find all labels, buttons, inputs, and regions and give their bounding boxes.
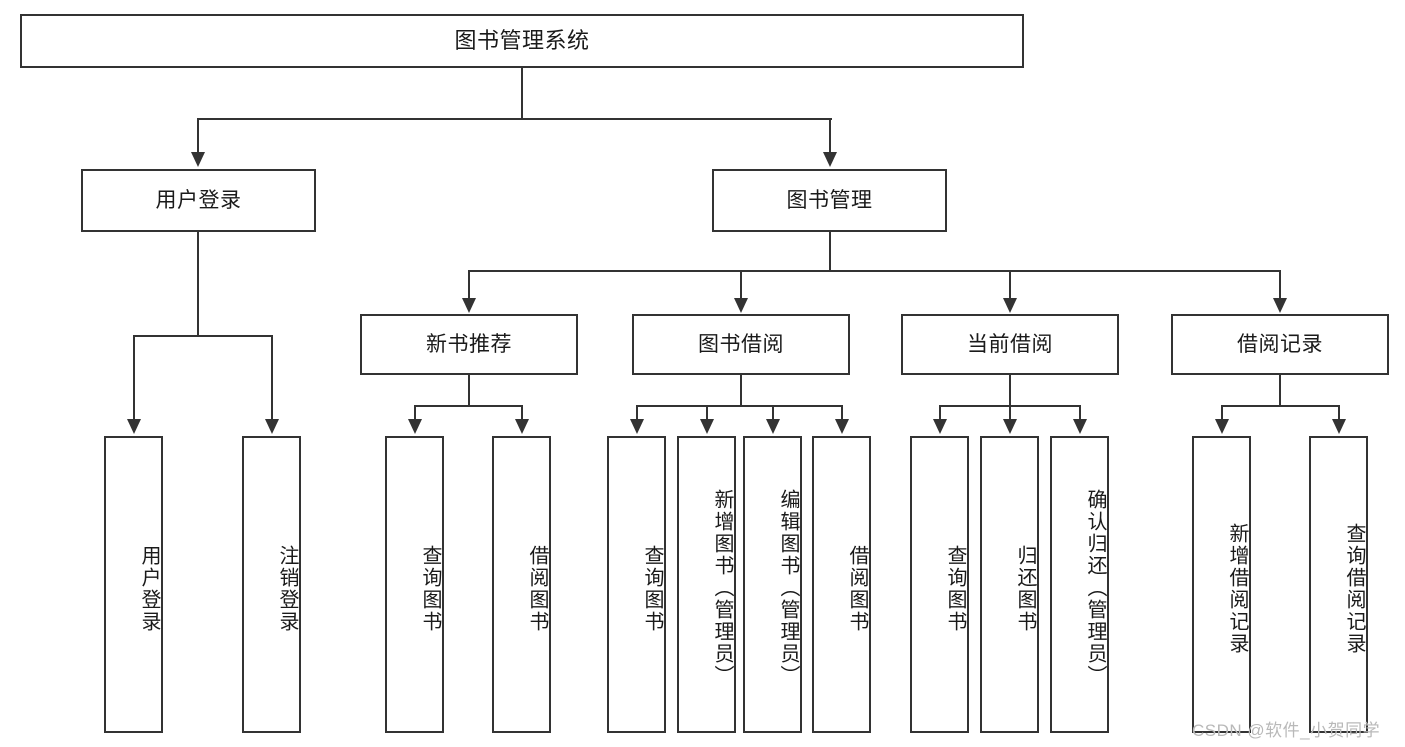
arrowhead-to-leaf-user-login — [127, 419, 141, 434]
node-label: 图书管理系统 — [454, 27, 590, 53]
arrowhead-bb-leaf-1 — [630, 419, 644, 434]
connector-new-book-recommend-bar — [415, 405, 523, 407]
connector-to-leaf-logout — [271, 335, 273, 421]
arrowhead-cb-leaf-3 — [1073, 419, 1087, 434]
arrowhead-bb-leaf-3 — [766, 419, 780, 434]
node-label: 注销登录 — [276, 544, 298, 633]
arrowhead-to-new-book-recommend — [462, 298, 476, 313]
connector-borrow-record-stem — [1279, 375, 1281, 405]
leaf-confirm-return-admin[interactable]: 确认归还（管理员） — [1050, 436, 1109, 733]
node-new-book-recommend[interactable]: 新书推荐 — [360, 314, 578, 375]
connector-book-borrow-bar — [637, 405, 842, 407]
node-label: 查询图书 — [641, 544, 663, 633]
arrowhead-br-leaf-1 — [1215, 419, 1229, 434]
arrowhead-cb-leaf-1 — [933, 419, 947, 434]
arrowhead-to-current-borrow — [1003, 298, 1017, 313]
node-label: 借阅图书 — [846, 544, 868, 633]
node-current-borrow[interactable]: 当前借阅 — [901, 314, 1119, 375]
node-label: 借阅记录 — [1237, 332, 1323, 356]
connector-br-leaf-1 — [1221, 405, 1223, 421]
connector-to-book-management — [829, 118, 831, 154]
node-label: 新增借阅记录 — [1226, 522, 1248, 655]
leaf-query-book-recommend[interactable]: 查询图书 — [385, 436, 444, 733]
connector-cb-leaf-2 — [1009, 405, 1011, 421]
node-label: 当前借阅 — [967, 332, 1053, 356]
leaf-add-borrow-record[interactable]: 新增借阅记录 — [1192, 436, 1251, 733]
leaf-query-book-borrow[interactable]: 查询图书 — [607, 436, 666, 733]
watermark-csdn: CSDN @软件_小贺同学 — [1192, 716, 1380, 741]
connector-bb-leaf-4 — [841, 405, 843, 421]
connector-br-leaf-2 — [1338, 405, 1340, 421]
node-label: 用户登录 — [138, 544, 160, 633]
leaf-query-book-current[interactable]: 查询图书 — [910, 436, 969, 733]
node-label: 查询图书 — [944, 544, 966, 633]
arrowhead-to-user-login — [191, 152, 205, 167]
node-label: 确认归还（管理员） — [1084, 488, 1106, 687]
arrowhead-bb-leaf-2 — [700, 419, 714, 434]
connector-level3-bar — [468, 270, 1280, 272]
node-label: 新书推荐 — [426, 332, 512, 356]
connector-cb-leaf-3 — [1079, 405, 1081, 421]
node-label: 归还图书 — [1014, 544, 1036, 633]
connector-current-borrow-stem — [1009, 375, 1011, 405]
arrowhead-to-borrow-record — [1273, 298, 1287, 313]
node-book-borrow[interactable]: 图书借阅 — [632, 314, 850, 375]
leaf-query-borrow-record[interactable]: 查询借阅记录 — [1309, 436, 1368, 733]
node-label: 图书管理 — [786, 188, 873, 212]
connector-cb-leaf-1 — [939, 405, 941, 421]
leaf-edit-book-admin[interactable]: 编辑图书（管理员） — [743, 436, 802, 733]
node-label: 查询图书 — [419, 544, 441, 633]
arrowhead-nbr-leaf-1 — [408, 419, 422, 434]
connector-bb-leaf-2 — [706, 405, 708, 421]
arrowhead-to-leaf-logout — [265, 419, 279, 434]
node-root-book-management-system[interactable]: 图书管理系统 — [20, 14, 1024, 68]
connector-level2-bar — [198, 118, 832, 120]
node-user-login[interactable]: 用户登录 — [81, 169, 316, 232]
leaf-add-book-admin[interactable]: 新增图书（管理员） — [677, 436, 736, 733]
node-label: 借阅图书 — [526, 544, 548, 633]
connector-new-book-recommend-stem — [468, 375, 470, 405]
connector-book-borrow-stem — [740, 375, 742, 405]
connector-bb-leaf-3 — [772, 405, 774, 421]
connector-to-borrow-record — [1279, 270, 1281, 300]
connector-to-leaf-user-login — [133, 335, 135, 421]
connector-to-current-borrow — [1009, 270, 1011, 300]
connector-root-stem — [521, 68, 523, 118]
node-label: 查询借阅记录 — [1343, 522, 1365, 655]
node-label: 用户登录 — [155, 188, 242, 212]
node-borrow-record[interactable]: 借阅记录 — [1171, 314, 1389, 375]
node-book-management[interactable]: 图书管理 — [712, 169, 947, 232]
connector-nbr-leaf-1 — [414, 405, 416, 421]
connector-bb-leaf-1 — [636, 405, 638, 421]
node-label: 编辑图书（管理员） — [777, 488, 799, 687]
leaf-logout[interactable]: 注销登录 — [242, 436, 301, 733]
connector-to-new-book-recommend — [468, 270, 470, 300]
arrowhead-br-leaf-2 — [1332, 419, 1346, 434]
connector-to-book-borrow — [740, 270, 742, 300]
arrowhead-bb-leaf-4 — [835, 419, 849, 434]
node-label: 新增图书（管理员） — [711, 488, 733, 687]
connector-book-management-stem — [829, 232, 831, 270]
arrowhead-to-book-management — [823, 152, 837, 167]
arrowhead-nbr-leaf-2 — [515, 419, 529, 434]
connector-to-user-login — [197, 118, 199, 154]
leaf-borrow-book[interactable]: 借阅图书 — [812, 436, 871, 733]
connector-user-login-stem — [197, 232, 199, 335]
node-label: 图书借阅 — [698, 332, 784, 356]
arrowhead-to-book-borrow — [734, 298, 748, 313]
connector-user-login-bar — [134, 335, 272, 337]
leaf-borrow-book-recommend[interactable]: 借阅图书 — [492, 436, 551, 733]
leaf-user-login[interactable]: 用户登录 — [104, 436, 163, 733]
watermark-text: CSDN @软件_小贺同学 — [1192, 721, 1381, 740]
connector-borrow-record-bar — [1222, 405, 1339, 407]
arrowhead-cb-leaf-2 — [1003, 419, 1017, 434]
connector-nbr-leaf-2 — [521, 405, 523, 421]
leaf-return-book[interactable]: 归还图书 — [980, 436, 1039, 733]
